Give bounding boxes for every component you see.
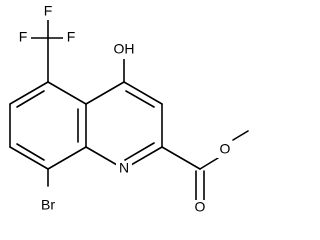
atom-hydroxyl: OH (114, 41, 135, 57)
label-bg-bromine (37, 197, 59, 214)
label-bg-hydroxyl (110, 42, 140, 59)
label-bg-ester-oxygen (217, 141, 233, 158)
atom-bromine: Br (41, 197, 55, 213)
atom-ring-nitrogen: N (119, 160, 129, 176)
label-bg-f-top (40, 4, 56, 20)
bond-c8-c8a (47, 146, 87, 170)
bond-c2-n1-inner (124, 142, 155, 161)
bond-c5-c6 (9, 81, 49, 105)
bond-c7-c8-inner (16, 143, 45, 161)
atom-f-left: F (19, 29, 28, 45)
bond-c4-c3-inner (125, 90, 155, 108)
bond-c2-carbonyl (161, 146, 201, 170)
atom-f-right: F (67, 29, 76, 45)
label-bg-carbonyl-oxygen (192, 200, 208, 217)
label-bg-f-left (15, 30, 31, 46)
bond-carbonyl-ester-o (199, 157, 219, 170)
bond-c5-c6-inner (16, 90, 45, 108)
atom-carbonyl-oxygen: O (195, 199, 206, 215)
bond-c4a-c4 (85, 81, 125, 105)
atom-f-top: F (44, 3, 53, 19)
bond-ester-o-methyl (232, 130, 249, 141)
atom-ester-oxygen: O (220, 141, 231, 157)
atom-label-layer: F F F OH N O O Br (15, 3, 233, 217)
bond-c7-c8 (9, 146, 49, 170)
bond-c4a-c5 (47, 81, 87, 105)
bond-c4-c3 (123, 81, 163, 105)
molecule-diagram: F F F OH N O O Br (9, 2, 249, 217)
label-bg-f-right (63, 30, 79, 46)
label-bg-nitrogen (116, 161, 132, 178)
bond-layer (9, 17, 249, 201)
